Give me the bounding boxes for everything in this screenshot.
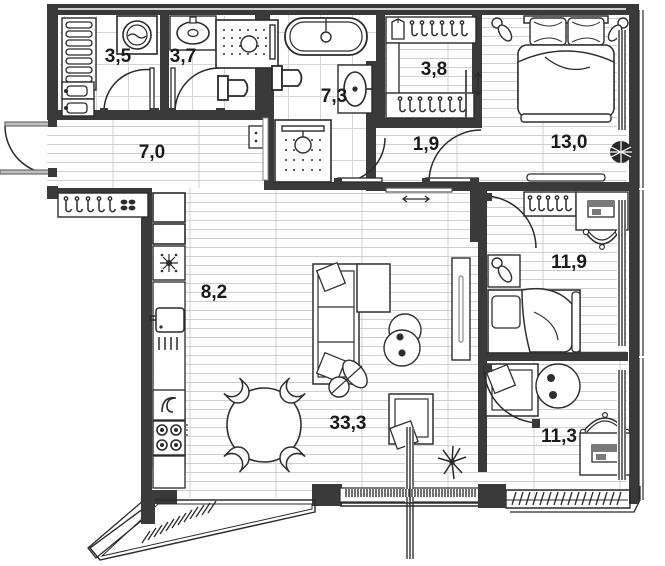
coat-hooks-icon	[57, 192, 149, 218]
room-living: 33,3	[223, 257, 471, 480]
sofa-icon	[312, 261, 391, 385]
side-table-icon	[328, 359, 368, 398]
room-label-bedroom-two: 11,9	[551, 252, 587, 273]
room-bedroom-three: 11,3	[483, 363, 631, 480]
room-label-bedroom-master: 13,0	[551, 132, 588, 153]
room-hallway: 7,0	[0, 118, 165, 218]
wall-lamp-icon	[491, 17, 513, 42]
upper-cabinet-icon	[152, 192, 186, 245]
coffee-table-icon	[383, 313, 422, 367]
sliding-door-icon	[465, 70, 482, 118]
sink-icon	[169, 15, 217, 51]
pouf-icon	[610, 141, 632, 163]
room-label-hallway: 7,0	[139, 142, 165, 163]
room-label-corridor: 1,9	[413, 134, 439, 155]
plant-icon	[437, 445, 467, 480]
clothes-rail-icon	[385, 16, 477, 44]
pillow-icon	[315, 261, 347, 383]
room-label-laundry: 3,5	[105, 46, 132, 67]
room-bathroom-main: 7,3	[248, 17, 386, 187]
entry-door-icon[interactable]	[0, 118, 57, 177]
balcony-left	[87, 498, 316, 561]
toilet-icon	[271, 65, 303, 91]
room-label-bedroom-three: 11,3	[541, 426, 577, 447]
shoes-icon	[120, 199, 136, 211]
clothes-rail-icon	[523, 191, 577, 217]
room-kitchen: 8,2	[149, 192, 227, 489]
wall-niche-icon	[248, 117, 269, 181]
sink-cabinet-icon	[61, 81, 95, 117]
balcony-right	[478, 484, 641, 513]
door-bedroom-three	[483, 364, 541, 428]
dining-table-icon	[226, 387, 302, 463]
interior-walls	[58, 15, 629, 472]
refrigerator-icon	[152, 245, 186, 281]
room-label-bathroom-small: 3,7	[170, 46, 196, 67]
radiator-icon	[617, 370, 626, 480]
room-corridor: 1,9	[385, 129, 482, 203]
round-table-icon	[535, 363, 581, 409]
cooktop-icon	[152, 420, 188, 456]
room-wardrobe: 3,8	[385, 16, 482, 119]
room-label-wardrobe: 3,8	[421, 59, 447, 80]
bench-icon	[526, 173, 606, 182]
single-bed-icon	[487, 287, 581, 354]
washing-machine-icon	[116, 15, 158, 55]
towel-radiator-icon	[61, 17, 97, 91]
double-bed-icon	[517, 44, 615, 123]
pillow-icon	[529, 17, 605, 46]
window-right-wall	[638, 10, 644, 500]
room-laundry: 3,5	[61, 15, 159, 117]
clothes-rail-icon	[385, 92, 475, 119]
windows-and-balconies	[87, 10, 644, 561]
shirt-icon	[391, 18, 405, 40]
door-corridor	[422, 129, 482, 187]
dishwasher-icon	[158, 337, 178, 350]
room-label-bathroom-main: 7,3	[321, 86, 347, 107]
shower-icon	[215, 19, 279, 69]
shower-icon	[274, 119, 332, 183]
radiator-icon	[617, 30, 626, 130]
mirror-icon	[487, 254, 521, 288]
sink-icon	[337, 64, 373, 114]
sliding-door-icon	[385, 187, 453, 203]
room-label-living: 33,3	[330, 413, 367, 434]
toilet-icon	[217, 75, 249, 101]
room-label-kitchen: 8,2	[201, 282, 227, 303]
bathtub-icon	[284, 17, 368, 56]
sofa-bed-icon	[485, 363, 539, 417]
range-hood-icon	[152, 389, 186, 421]
sink-icon	[149, 307, 185, 333]
window-bottom-center	[339, 427, 481, 559]
room-bathroom-small: 3,7	[168, 15, 279, 116]
room-bedroom-master: 13,0	[491, 15, 632, 182]
door-laundry	[100, 67, 159, 116]
room-bedroom-two: 11,9	[483, 191, 629, 354]
door-bathroom-main	[334, 137, 386, 187]
door-bathroom-small	[168, 67, 225, 116]
door-bedroom-two	[483, 193, 537, 249]
radiator-icon	[617, 200, 626, 346]
